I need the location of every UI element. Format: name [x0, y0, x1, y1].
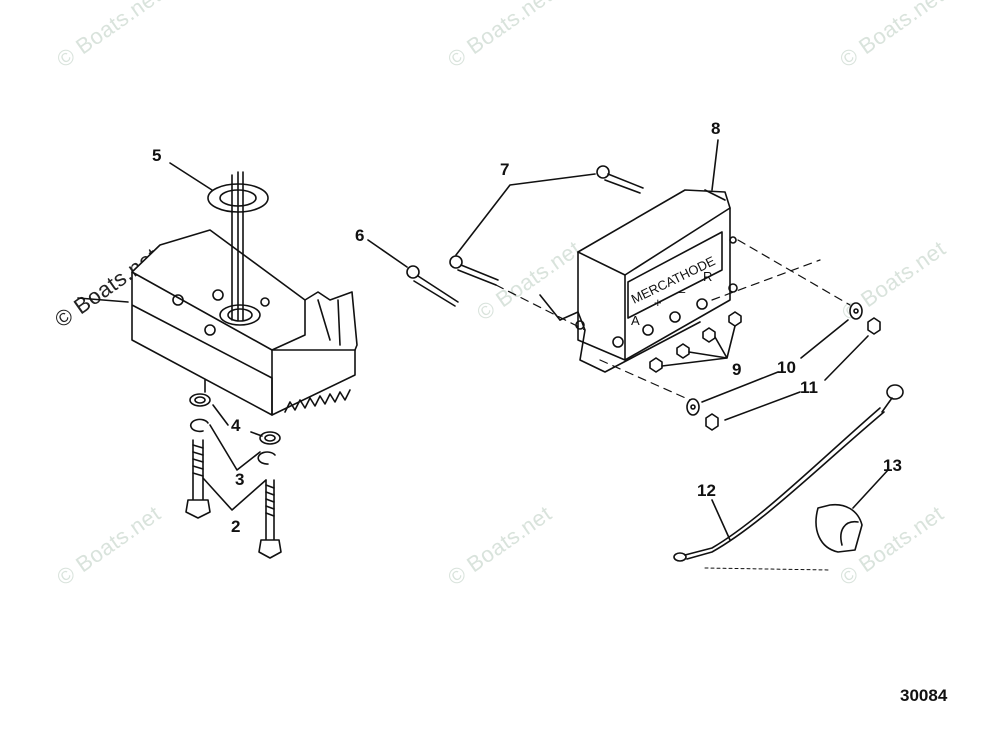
callout-4: 4	[231, 416, 241, 435]
callout-2: 2	[231, 517, 241, 536]
callout-5: 5	[152, 146, 162, 165]
callout-13: 13	[883, 456, 902, 475]
terminal-r-label: R	[703, 269, 712, 284]
terminal-minus-label: –	[678, 284, 686, 299]
callout-11: 11	[800, 378, 818, 397]
terminal-a-label: A	[631, 313, 640, 328]
gasket	[207, 183, 269, 213]
callout-7: 7	[500, 160, 510, 179]
callout-3: 3	[235, 470, 245, 489]
figure-number: 30084	[900, 686, 948, 705]
screw	[449, 165, 644, 286]
callout-10: 10	[777, 358, 796, 377]
terminal-plus-label: +	[654, 295, 662, 310]
callout-9: 9	[732, 360, 742, 379]
callout-12: 12	[697, 481, 716, 500]
lead-wire	[673, 384, 904, 562]
cap	[815, 503, 863, 553]
nut	[649, 311, 742, 373]
callout-8: 8	[711, 119, 721, 138]
screw	[406, 265, 459, 307]
anode-housing	[131, 171, 358, 416]
controller-box	[539, 189, 738, 373]
callout-6: 6	[355, 226, 365, 245]
bolt	[185, 439, 282, 559]
